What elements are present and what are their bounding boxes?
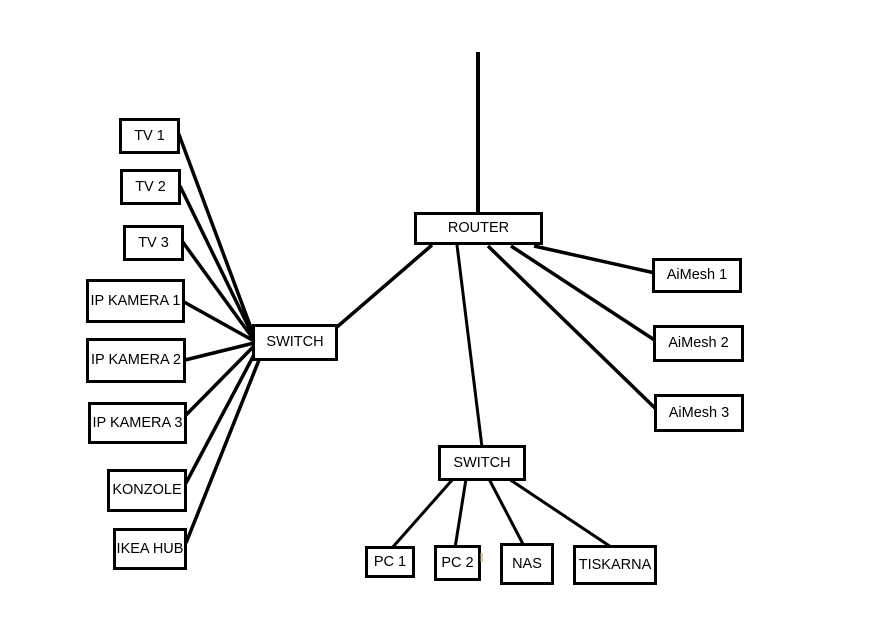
edge-switch-bottom-pc1 <box>390 478 455 549</box>
node-aimesh-2: AiMesh 2 <box>653 325 744 362</box>
node-ip-kamera-3: IP KAMERA 3 <box>88 402 187 444</box>
edge-ipkamera2-switch-left <box>184 341 255 362</box>
node-tv-1: TV 1 <box>119 118 180 154</box>
node-konzole: KONZOLE <box>107 469 187 512</box>
node-switch-left: SWITCH <box>252 324 338 361</box>
edge-tv1-switch-left <box>176 131 256 337</box>
node-tv-3: TV 3 <box>123 225 184 261</box>
node-switch-bottom: SWITCH <box>438 445 526 481</box>
edge-tv3-switch-left <box>180 239 256 342</box>
edge-switch-bottom-nas <box>487 478 526 547</box>
edge-switch-left-router <box>335 243 434 329</box>
node-ikea-hub: IKEA HUB <box>113 528 187 570</box>
node-ip-kamera-2: IP KAMERA 2 <box>86 338 186 383</box>
edge-router-aimesh1 <box>533 244 656 275</box>
edge-konzole-switch-left <box>184 352 257 484</box>
edge-ipkamera1-switch-left <box>183 300 255 343</box>
edge-ikeahub-switch-left <box>184 359 261 544</box>
node-router: ROUTER <box>414 212 543 245</box>
node-pc-2: PC 2 <box>434 545 481 581</box>
node-pc-1: PC 1 <box>365 546 415 578</box>
node-ip-kamera-1: IP KAMERA 1 <box>86 279 185 323</box>
node-tiskarna: TISKARNA <box>573 545 657 585</box>
edge-ipkamera3-switch-left <box>184 344 256 417</box>
stray-paint-mark <box>480 553 483 562</box>
node-aimesh-1: AiMesh 1 <box>652 258 742 293</box>
node-tv-2: TV 2 <box>120 169 181 205</box>
edge-switch-bottom-tiskarna <box>508 477 612 549</box>
edge-router-aimesh3 <box>486 244 659 412</box>
edge-router-aimesh2 <box>510 244 657 343</box>
node-nas: NAS <box>500 543 554 585</box>
edge-tv2-switch-left <box>178 185 256 339</box>
edge-switch-bottom-pc2 <box>453 478 468 549</box>
edge-router-switch-bottom <box>455 244 484 448</box>
node-aimesh-3: AiMesh 3 <box>654 394 744 432</box>
